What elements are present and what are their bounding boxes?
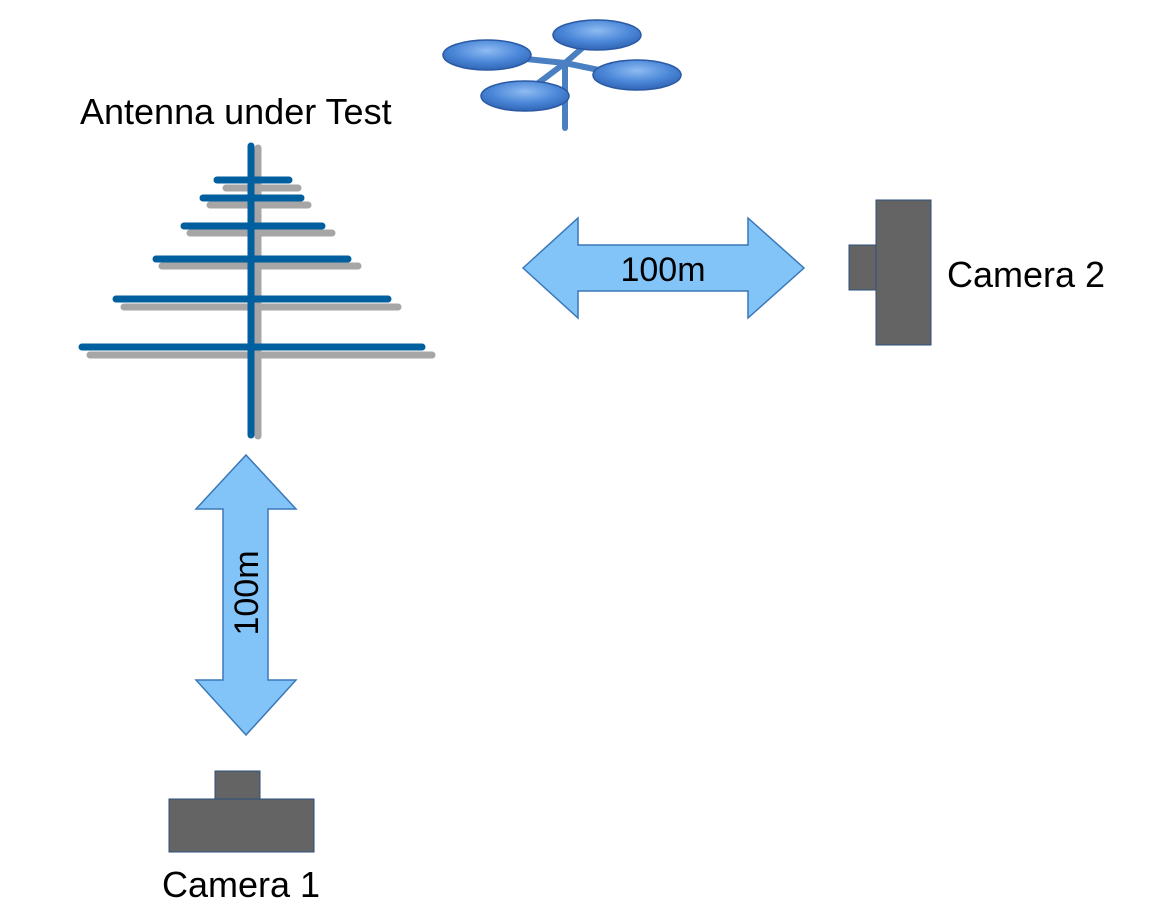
horizontal-arrow-shape	[521, 216, 806, 320]
antenna-label: Antenna under Test	[80, 91, 392, 132]
vertical-distance-arrow: 100m	[194, 453, 298, 737]
antenna-shadow	[86, 144, 436, 440]
camera1-body	[168, 798, 315, 853]
camera2-lens	[848, 244, 878, 291]
horizontal-distance-arrow: 100m	[521, 216, 806, 320]
camera2-label: Camera 2	[947, 254, 1105, 295]
vertical-arrow-shape	[194, 453, 298, 737]
drone-rotor	[480, 80, 570, 112]
camera2-body	[875, 199, 932, 346]
log-periodic-antenna-icon	[78, 142, 436, 440]
camera-icon	[168, 770, 315, 853]
drone-icon	[442, 19, 682, 131]
vertical-distance-label: 100m	[228, 550, 266, 635]
camera1-label: Camera 1	[162, 864, 320, 905]
drone-rotor	[592, 59, 682, 91]
drone-rotor	[552, 19, 642, 51]
drone-rotor	[442, 39, 532, 71]
antenna-elements	[78, 142, 426, 439]
camera1-lens	[214, 770, 261, 800]
horizontal-distance-label: 100m	[620, 251, 705, 289]
camera-icon	[848, 199, 932, 346]
